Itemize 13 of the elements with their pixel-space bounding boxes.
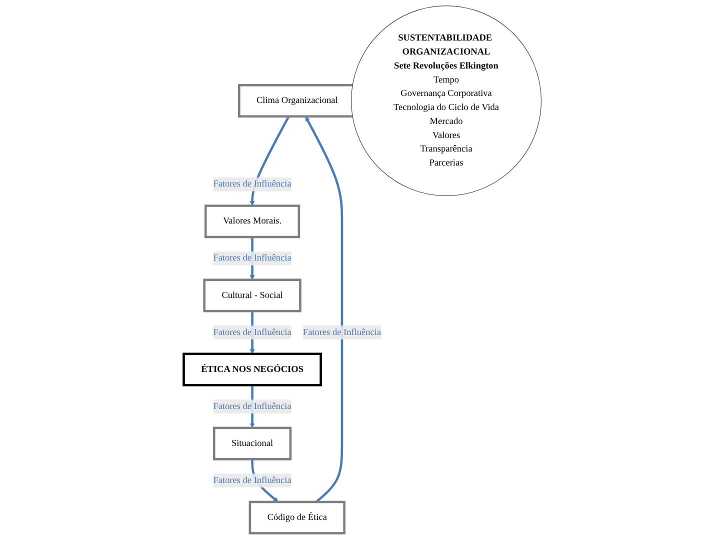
node-box: Cultural - Social xyxy=(203,278,302,312)
node-circle: SUSTENTABILIDADE ORGANIZACIONAL Sete Revoluções Elkington Tempo Governança Corporativa Tecnologia do Ciclo de Vida Mercado Valores Transparência Parcerias xyxy=(350,6,542,196)
node-box: Código de Ética xyxy=(248,500,346,534)
edge-label: Fatores de Influência xyxy=(302,327,382,338)
arrow xyxy=(305,116,344,503)
edge-label: Fatores de Influência xyxy=(213,179,292,189)
edge-label: Fatores de Influência xyxy=(213,327,292,338)
node-box: Valores Morais. xyxy=(204,204,300,238)
node-box: ÉTICA NOS NEGÓCIOS xyxy=(182,352,322,386)
edge-label: Fatores de Influência xyxy=(213,401,292,412)
node-box: Situacional xyxy=(212,426,292,460)
edge-label: Fatores de Influência xyxy=(213,253,292,264)
edge-label: Fatores de Influência xyxy=(213,475,292,486)
